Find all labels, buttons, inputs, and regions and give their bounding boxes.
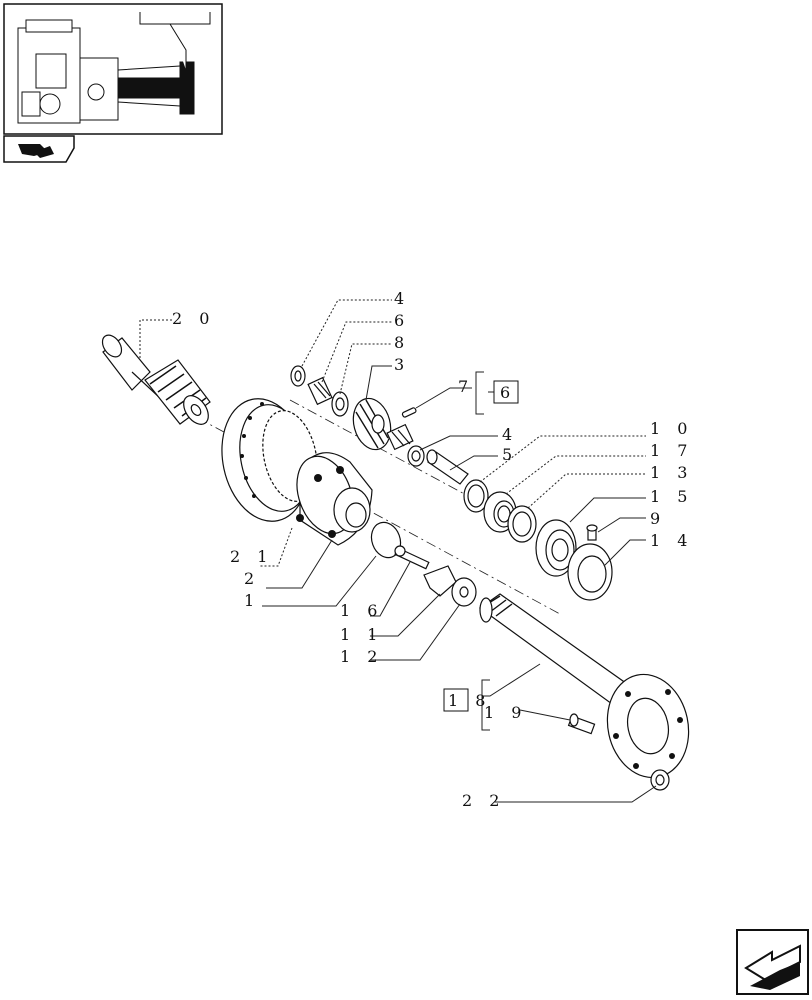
part-21-ring-gear[interactable] <box>211 391 325 530</box>
label-18-box: 1 8 <box>448 691 491 710</box>
label-7: 7 <box>458 377 474 396</box>
part-18-axle-shaft[interactable] <box>478 593 698 785</box>
label-6: 6 <box>394 311 410 330</box>
part-11-lock-plate[interactable] <box>423 565 457 597</box>
label-4a: 4 <box>394 289 410 308</box>
label-1: 1 <box>244 591 260 610</box>
part-9-grease-fitting[interactable] <box>586 524 598 541</box>
part-13-seal-ring[interactable] <box>507 505 537 543</box>
label-16: 1 6 <box>340 601 383 620</box>
label-10: 1 0 <box>650 419 693 438</box>
label-19: 1 9 <box>484 703 527 722</box>
callout-box-6 <box>493 380 519 404</box>
part-20-splined-shaft[interactable] <box>99 332 214 429</box>
label-2: 2 <box>244 569 260 588</box>
label-13: 1 3 <box>650 463 693 482</box>
part-15-bearing-housing[interactable] <box>535 519 577 577</box>
part-4-thrust-washer-a[interactable] <box>290 365 306 387</box>
label-4b: 4 <box>502 425 518 444</box>
part-12-washer[interactable] <box>451 577 477 607</box>
part-8-spacer[interactable] <box>331 391 349 417</box>
label-22: 2 2 <box>462 791 505 810</box>
part-7-roll-pin[interactable] <box>401 407 417 418</box>
part-1-snap-ring[interactable] <box>367 518 406 561</box>
label-9: 9 <box>650 509 666 528</box>
part-10-circlip[interactable] <box>463 479 489 513</box>
assembly-thumbnail[interactable] <box>3 3 223 135</box>
part-6-needle-bearing-a[interactable] <box>307 376 333 406</box>
callout-box-18 <box>443 688 469 712</box>
next-page-arrow-icon[interactable] <box>736 929 809 995</box>
label-5: 5 <box>502 445 518 464</box>
label-21: 2 1 <box>230 547 273 566</box>
part-2-planet-carrier[interactable] <box>287 449 373 546</box>
part-19-wheel-stud[interactable] <box>567 713 596 735</box>
part-14-oil-seal[interactable] <box>567 543 613 601</box>
label-3: 3 <box>394 355 410 374</box>
thumbnail-transmission-drawing <box>17 12 211 124</box>
label-20: 2 0 <box>172 309 215 328</box>
label-12: 1 2 <box>340 647 383 666</box>
label-8: 8 <box>394 333 410 352</box>
part-3-planet-gear[interactable] <box>348 394 396 454</box>
label-17: 1 7 <box>650 441 693 460</box>
part-22-wheel-nut[interactable] <box>650 769 670 791</box>
label-14: 1 4 <box>650 531 693 550</box>
leader-lines <box>139 299 657 803</box>
part-5-planet-shaft[interactable] <box>426 449 469 485</box>
label-6-box: 6 <box>500 383 516 402</box>
label-11: 1 1 <box>340 625 383 644</box>
part-16-pin[interactable] <box>394 545 430 570</box>
part-6-needle-bearing-b[interactable] <box>386 423 414 451</box>
label-15: 1 5 <box>650 487 693 506</box>
part-4-thrust-washer-b[interactable] <box>407 445 425 467</box>
catalog-book-icon[interactable] <box>3 135 75 163</box>
